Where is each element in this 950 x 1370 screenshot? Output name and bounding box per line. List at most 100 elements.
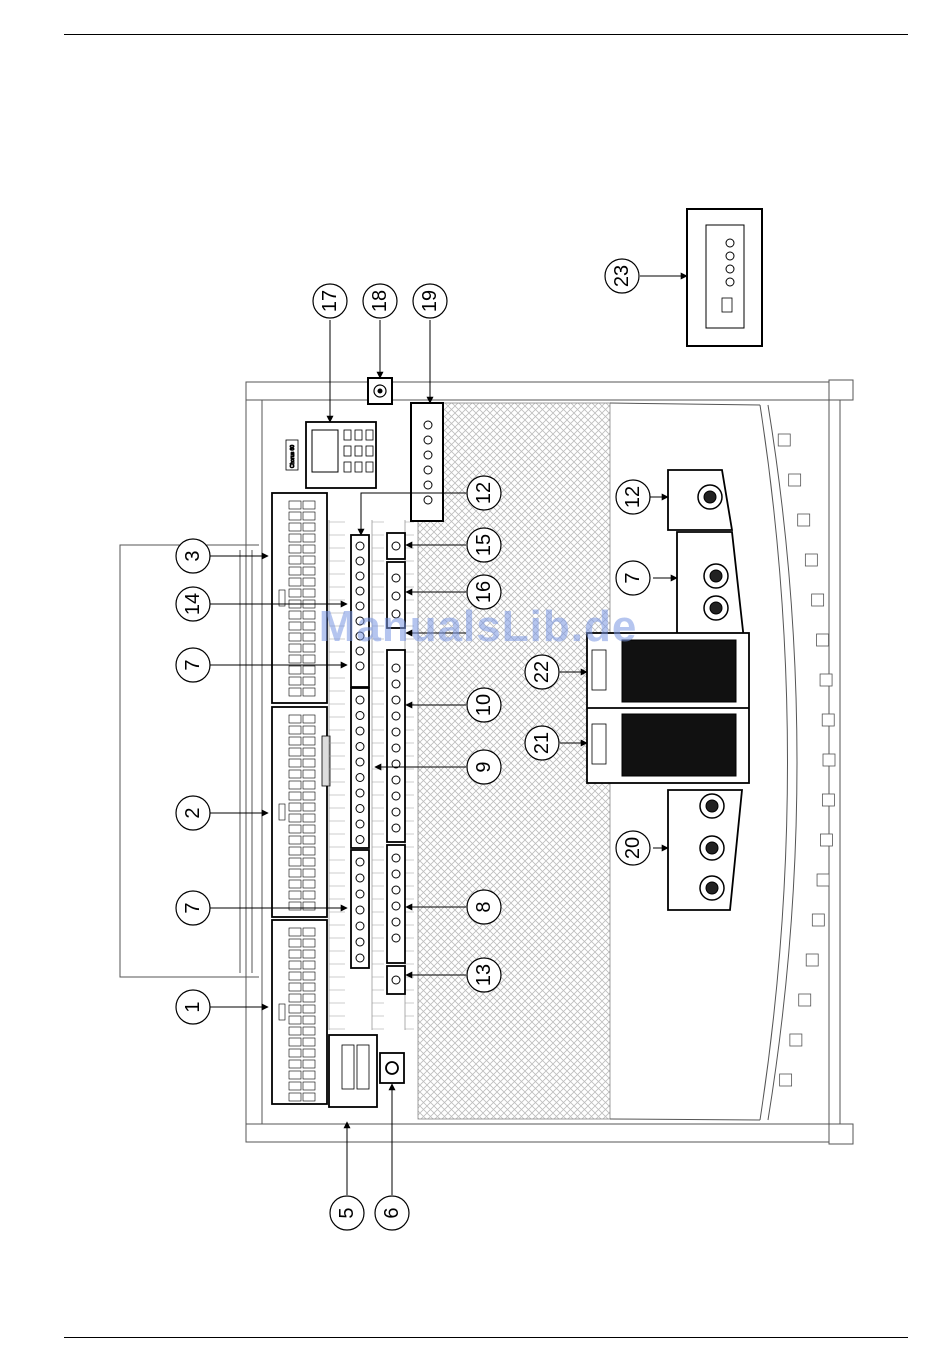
rail-foot <box>789 474 801 486</box>
control-panel-keys <box>344 430 373 472</box>
piston <box>392 776 400 784</box>
callout: 5 <box>330 1196 364 1230</box>
piston <box>392 902 400 910</box>
panel-key <box>355 462 362 472</box>
rail-foot <box>778 434 790 446</box>
callout-number: 23 <box>611 265 633 287</box>
callout: 17 <box>313 284 347 318</box>
inset-jack <box>726 278 734 286</box>
piston <box>392 976 400 984</box>
callout-number: 13 <box>473 964 495 986</box>
rail-foot <box>812 914 824 926</box>
general-panel <box>329 1035 404 1107</box>
callout: 10 <box>467 688 501 722</box>
rail-foot <box>798 514 810 526</box>
stop-tab <box>289 1038 301 1046</box>
panel-label <box>279 1004 285 1020</box>
stop-tab <box>289 814 301 822</box>
stop-tab <box>303 858 315 866</box>
stop-tab <box>303 737 315 745</box>
callout: 18 <box>363 284 397 318</box>
knob-cap <box>706 882 718 894</box>
pedal-22 <box>622 640 736 702</box>
callout: 3 <box>176 539 210 573</box>
knob-cap <box>706 842 718 854</box>
stop-tab <box>303 501 315 509</box>
callout-number: 12 <box>473 482 495 504</box>
stop-tab <box>289 781 301 789</box>
piston <box>356 632 364 640</box>
callout-number: 22 <box>531 661 553 683</box>
rail-feet <box>778 434 835 1086</box>
piston <box>356 647 364 655</box>
stop-tab <box>289 1049 301 1057</box>
stop-tab <box>289 972 301 980</box>
callout-number: 14 <box>182 593 204 615</box>
callout-number: 8 <box>473 901 495 912</box>
stop-tab <box>303 759 315 767</box>
callout: 7 <box>176 891 210 925</box>
stop-tab <box>303 902 315 910</box>
stop-tab <box>303 556 315 564</box>
stop-tab <box>303 961 315 969</box>
piston <box>356 805 364 813</box>
rail-foot <box>823 754 835 766</box>
stop-tab <box>303 972 315 980</box>
stop-tab <box>303 611 315 619</box>
control-panel: Chorus 60 <box>286 422 376 488</box>
stop-tab <box>289 902 301 910</box>
piston <box>392 918 400 926</box>
stop-tab <box>303 814 315 822</box>
stop-tab <box>289 688 301 696</box>
piston <box>356 922 364 930</box>
stop-tab <box>303 880 315 888</box>
piston <box>392 824 400 832</box>
piston <box>392 744 400 752</box>
callout: 12 <box>467 476 501 510</box>
callout: 21 <box>525 726 559 760</box>
piston <box>392 934 400 942</box>
stop-tab <box>303 983 315 991</box>
stop-tab <box>303 781 315 789</box>
stop-tab <box>289 950 301 958</box>
stop-tab <box>289 655 301 663</box>
callout-number: 20 <box>622 837 644 859</box>
stop-tab <box>289 523 301 531</box>
stop-tab <box>289 726 301 734</box>
stop-tab <box>303 666 315 674</box>
rail-foot <box>820 834 832 846</box>
stop-tab <box>289 666 301 674</box>
stop-tab <box>303 847 315 855</box>
stop-tab <box>289 983 301 991</box>
stop-tab <box>303 567 315 575</box>
callout: 9 <box>467 750 501 784</box>
callout-number: 3 <box>182 550 204 561</box>
piston <box>392 808 400 816</box>
stop-tab <box>303 803 315 811</box>
panel-key <box>366 446 373 456</box>
panel-key <box>344 446 351 456</box>
callout: 16 <box>467 575 501 609</box>
stop-tab <box>303 950 315 958</box>
rail-foot <box>780 1074 792 1086</box>
connector <box>424 451 432 459</box>
piston <box>392 728 400 736</box>
piston <box>392 664 400 672</box>
stop-tab <box>303 523 315 531</box>
stop-tab <box>289 825 301 833</box>
piston <box>356 602 364 610</box>
stop-tab <box>303 836 315 844</box>
stop-tab <box>289 770 301 778</box>
piston <box>356 954 364 962</box>
stop-tab <box>289 836 301 844</box>
piston <box>392 696 400 704</box>
stop-tab <box>289 891 301 899</box>
stop-tab <box>289 512 301 520</box>
rail-foot <box>822 714 834 726</box>
stop-tab <box>303 715 315 723</box>
stop-tab <box>303 726 315 734</box>
stop-tab <box>303 1027 315 1035</box>
callout-number: 1 <box>182 1001 204 1012</box>
stop-tab <box>289 1027 301 1035</box>
inset-jack <box>726 252 734 260</box>
